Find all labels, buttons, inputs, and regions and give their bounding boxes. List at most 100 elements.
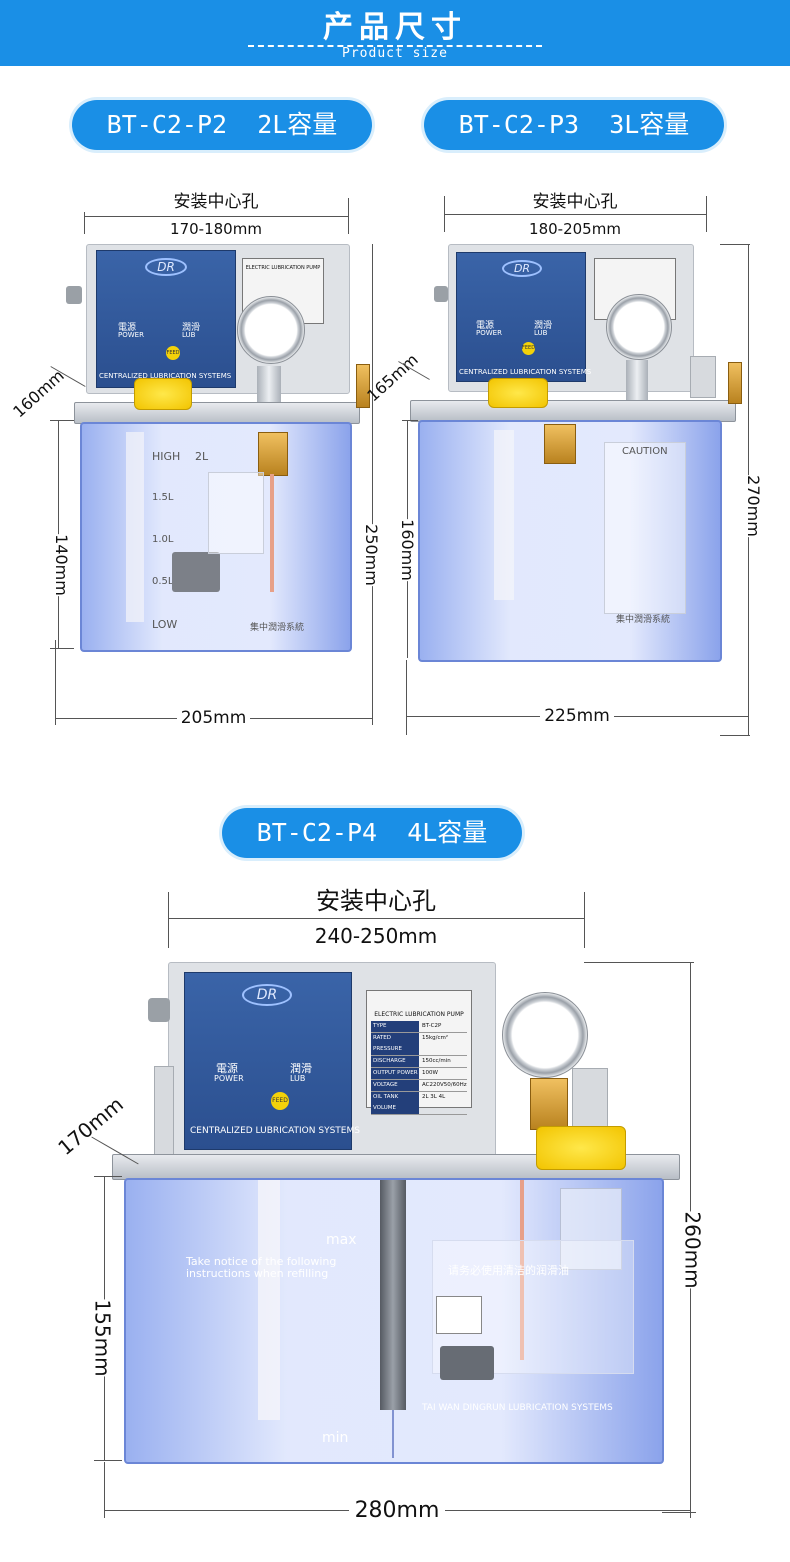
dim-tick (50, 420, 74, 421)
gauge-stem (626, 360, 648, 400)
level-low: LOW (152, 618, 178, 631)
plate-row-value: AC220V50/60Hz (422, 1082, 467, 1088)
cable-gland (434, 286, 448, 302)
filter-strainer (560, 1188, 622, 1270)
pump-motor (172, 552, 220, 592)
level-high: HIGH (152, 450, 181, 463)
caution-sticker (604, 442, 686, 614)
dim-line (168, 918, 584, 919)
depth-dim: 160mm (9, 365, 68, 422)
dim-tick (104, 1462, 105, 1518)
dim-tick (55, 640, 56, 725)
model-pill-p4: BT-C2-P4 4L容量 (222, 808, 522, 858)
feed-button[interactable]: FEED (271, 1092, 289, 1110)
plate-row-key: OIL TANK VOLUME (371, 1092, 419, 1114)
dim-tick (94, 1176, 122, 1177)
lub-sub: LUB (182, 331, 196, 339)
panel-footer: CENTRALIZED LUBRICATION SYSTEMS (99, 372, 232, 380)
power-label: 電源 (476, 321, 495, 331)
level-1-5l: 1.5L (152, 492, 174, 503)
total-height-dim: 250mm (360, 524, 381, 586)
lub-label: 潤滑 (290, 1062, 312, 1075)
header-banner (0, 0, 790, 66)
level-max: max (326, 1232, 357, 1248)
dim-tick (348, 198, 349, 234)
cable-gland (148, 998, 170, 1022)
model-pill-p2: BT-C2-P2 2L容量 (72, 100, 372, 150)
copper-pipe (270, 474, 274, 592)
model-name: BT-C2-P2 (106, 110, 228, 139)
feed-button[interactable]: FEED (522, 342, 535, 355)
model-capacity: 2L容量 (257, 110, 338, 139)
dr-logo: DR (242, 984, 292, 1006)
dim-tick (50, 648, 74, 649)
page-title: 产品尺寸 (323, 10, 467, 45)
brand-footer: TAI WAN DINGRUN LUBRICATION SYSTEMS (422, 1403, 613, 1413)
brass-elbow (544, 424, 576, 464)
page-subtitle: Product size (342, 46, 448, 61)
width-dim: 225mm (406, 706, 748, 726)
model-capacity: 3L容量 (609, 110, 690, 139)
pressure-gauge (502, 992, 588, 1078)
outlet-fitting (356, 364, 370, 408)
model-pill-p3: BT-C2-P3 3L容量 (424, 100, 724, 150)
power-label: 電源 (118, 323, 137, 333)
tank-height-dim: 155mm (88, 1299, 117, 1377)
tank-height-dim: 160mm (396, 519, 417, 581)
dim-tick (690, 1462, 691, 1518)
model-name: BT-C2-P3 (458, 110, 580, 139)
float-tube (258, 1180, 280, 1420)
warning-sticker (208, 472, 264, 554)
level-1-0l: 1.0L (152, 534, 174, 545)
dr-logo: DR (502, 260, 542, 277)
tank-brand: 集中潤滑系統 (250, 623, 305, 633)
brass-elbow (530, 1078, 568, 1130)
dim-tick (662, 1512, 696, 1513)
gauge-stem (257, 366, 281, 406)
total-height-dim: 270mm (742, 475, 763, 537)
plate-row-key: VOLTAGE (371, 1080, 419, 1091)
notice-text: Take notice of the following instruction… (186, 1255, 337, 1280)
lub-sub: LUB (290, 1074, 306, 1083)
panel-footer: CENTRALIZED LUBRICATION SYSTEMS (459, 368, 592, 376)
plate-row-value: 15kg/cm² (422, 1035, 449, 1041)
lub-sub: LUB (534, 329, 548, 337)
dim-line (58, 420, 59, 648)
dim-tick (168, 892, 169, 948)
plate-row-value: BT-C2P (422, 1023, 442, 1029)
center-hole-range: 180-205mm (529, 220, 621, 238)
cable-gland (66, 286, 82, 304)
plate-row-key: RATED PRESSURE (371, 1033, 419, 1055)
tank-lid (74, 402, 360, 424)
plate-row-value: 100W (422, 1070, 438, 1076)
power-sub: POWER (214, 1074, 244, 1083)
dim-line (372, 244, 373, 648)
power-sub: POWER (476, 329, 502, 337)
oil-cap (536, 1126, 626, 1170)
dim-line (444, 214, 706, 215)
dim-tick (402, 420, 418, 421)
plate-row-key: DISCHARGE (371, 1056, 419, 1067)
oil-cap (134, 378, 192, 410)
dim-tick (706, 196, 707, 232)
mount-bracket (690, 356, 716, 398)
plate-row-value: 2L 3L 4L (422, 1094, 446, 1100)
float-tube (126, 432, 144, 622)
feed-button[interactable]: FEED (166, 346, 180, 360)
lub-label: 潤滑 (182, 323, 201, 333)
pressure-gauge (237, 296, 305, 364)
brass-elbow (258, 432, 288, 476)
header-divider (248, 45, 542, 47)
dim-tick (720, 735, 750, 736)
center-hole-range: 170-180mm (170, 220, 262, 238)
width-dim: 280mm (104, 1497, 690, 1525)
tank-lid (410, 400, 736, 422)
level-min: min (322, 1430, 349, 1446)
dim-tick (584, 892, 585, 948)
